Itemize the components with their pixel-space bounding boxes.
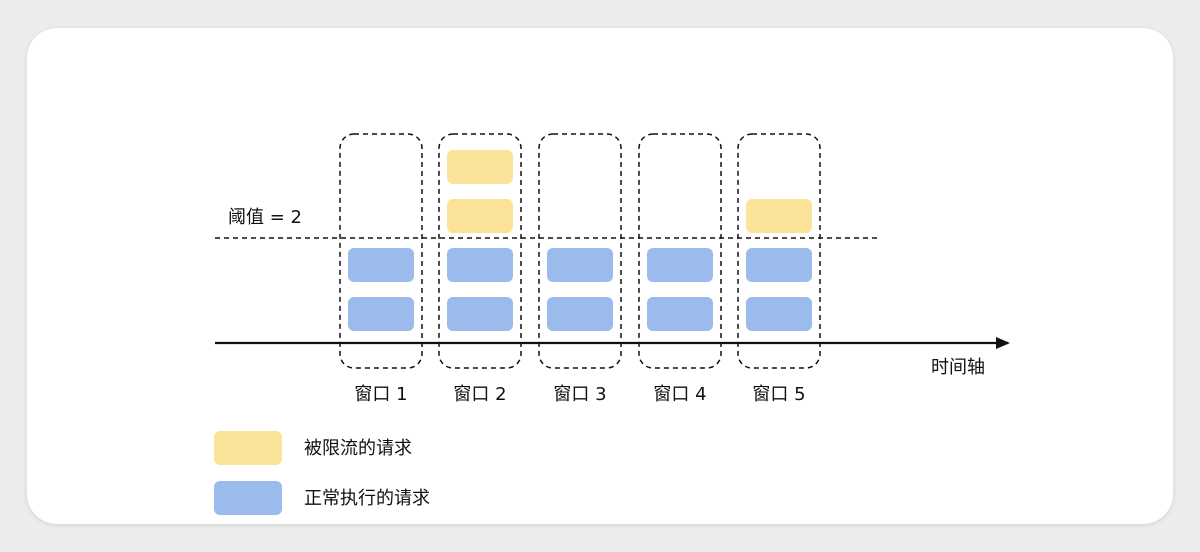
window-label: 窗口 2: [453, 384, 506, 405]
limited-request-block: [746, 199, 812, 233]
legend-label: 正常执行的请求: [304, 488, 430, 509]
window-label: 窗口 4: [653, 384, 706, 405]
legend-swatch: [214, 481, 282, 515]
window-frame: [339, 133, 423, 369]
limited-request-block: [447, 150, 513, 184]
normal-request-block: [647, 248, 713, 282]
window-1: 窗口 1: [339, 133, 423, 405]
window-label: 窗口 1: [354, 384, 407, 405]
window-5: 窗口 5: [737, 133, 821, 405]
normal-request-block: [447, 248, 513, 282]
legend-item-normal: 正常执行的请求: [214, 481, 430, 515]
normal-request-block: [547, 297, 613, 331]
window-frame: [438, 133, 522, 369]
normal-request-block: [348, 297, 414, 331]
window-label: 窗口 5: [752, 384, 805, 405]
window-frame: [737, 133, 821, 369]
normal-request-block: [746, 297, 812, 331]
time-axis-label: 时间轴: [931, 357, 985, 378]
window-2: 窗口 2: [438, 133, 522, 405]
window-frame: [638, 133, 722, 369]
normal-request-block: [348, 248, 414, 282]
legend-item-limited: 被限流的请求: [214, 431, 412, 465]
window-3: 窗口 3: [538, 133, 622, 405]
limited-request-block: [447, 199, 513, 233]
threshold-label: 阈值 = 2: [228, 207, 302, 228]
window-frame: [538, 133, 622, 369]
window-4: 窗口 4: [638, 133, 722, 405]
normal-request-block: [647, 297, 713, 331]
normal-request-block: [746, 248, 812, 282]
normal-request-block: [447, 297, 513, 331]
normal-request-block: [547, 248, 613, 282]
windows-group: 窗口 1 窗口 2 窗口 3 窗口 4 窗口 5: [339, 133, 821, 405]
legend-swatch: [214, 431, 282, 465]
legend-label: 被限流的请求: [304, 438, 412, 459]
window-label: 窗口 3: [553, 384, 606, 405]
